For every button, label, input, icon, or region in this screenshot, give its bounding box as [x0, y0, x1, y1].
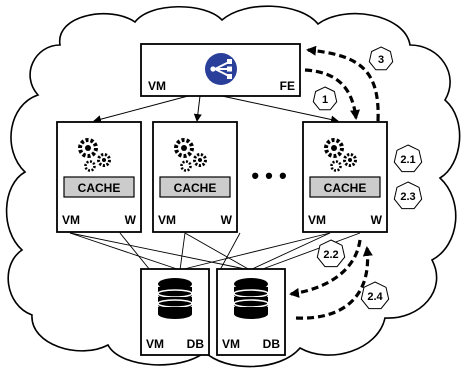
- database-node-1[interactable]: VM DB: [140, 268, 210, 356]
- step-2-2-badge: 2.2: [316, 239, 346, 268]
- worker-vm-label: VM: [62, 213, 80, 227]
- gears-icon: [174, 138, 207, 172]
- database-vm-label: VM: [146, 337, 164, 351]
- load-balancer-icon: [205, 53, 237, 85]
- worker-vm-label: VM: [308, 213, 326, 227]
- worker-role-label: W: [125, 213, 137, 227]
- cache-label: CACHE: [324, 181, 367, 195]
- worker-node-1[interactable]: CACHE VM W: [56, 121, 142, 233]
- step-2-1-badge: 2.1: [393, 144, 423, 173]
- worker-role-label: W: [221, 213, 233, 227]
- cache-label: CACHE: [78, 181, 121, 195]
- worker-node-3[interactable]: CACHE VM W: [302, 121, 388, 233]
- fe-to-worker-2-connector: [193, 95, 202, 122]
- worker-role-label: W: [371, 213, 383, 227]
- step-2-3-label: 2.3: [400, 191, 415, 203]
- fe-to-worker-1-connector: [93, 95, 189, 124]
- step-1-label: 1: [322, 94, 328, 106]
- database-icon: [157, 278, 193, 319]
- step-3-label: 3: [378, 54, 384, 66]
- step-3-arrow: [306, 45, 380, 122]
- database-role-label: DB: [263, 337, 281, 351]
- step-1-badge: 1: [312, 86, 338, 111]
- database-vm-label: VM: [222, 337, 240, 351]
- worker-db-mesh: [69, 232, 361, 271]
- step-2-4-arrow: [295, 246, 373, 320]
- step-2-3-badge: 2.3: [393, 181, 423, 210]
- frontend-role-label: FE: [280, 79, 295, 93]
- frontend-node[interactable]: VM FE: [140, 43, 301, 97]
- worker-node-2[interactable]: CACHE VM W: [152, 121, 238, 233]
- step-2-4-badge: 2.4: [360, 281, 390, 310]
- database-icon: [233, 278, 269, 319]
- cache-box: [309, 176, 381, 198]
- cache-label: CACHE: [174, 181, 217, 195]
- step-3-badge: 3: [368, 46, 394, 71]
- database-role-label: DB: [187, 337, 205, 351]
- frontend-vm-label: VM: [148, 79, 166, 93]
- step-2-1-label: 2.1: [400, 154, 415, 166]
- gears-icon: [78, 138, 111, 172]
- more-workers-ellipsis: • • •: [251, 163, 286, 188]
- step-1-arrow: [304, 68, 360, 120]
- database-node-2[interactable]: VM DB: [216, 268, 286, 356]
- cache-box: [159, 176, 231, 198]
- worker-vm-label: VM: [158, 213, 176, 227]
- step-2-2-arrow: [289, 239, 362, 298]
- step-2-2-label: 2.2: [323, 249, 338, 261]
- fe-to-worker-3-connector: [221, 95, 339, 124]
- gears-icon: [324, 138, 357, 172]
- step-2-4-label: 2.4: [367, 291, 383, 303]
- cache-box: [63, 176, 135, 198]
